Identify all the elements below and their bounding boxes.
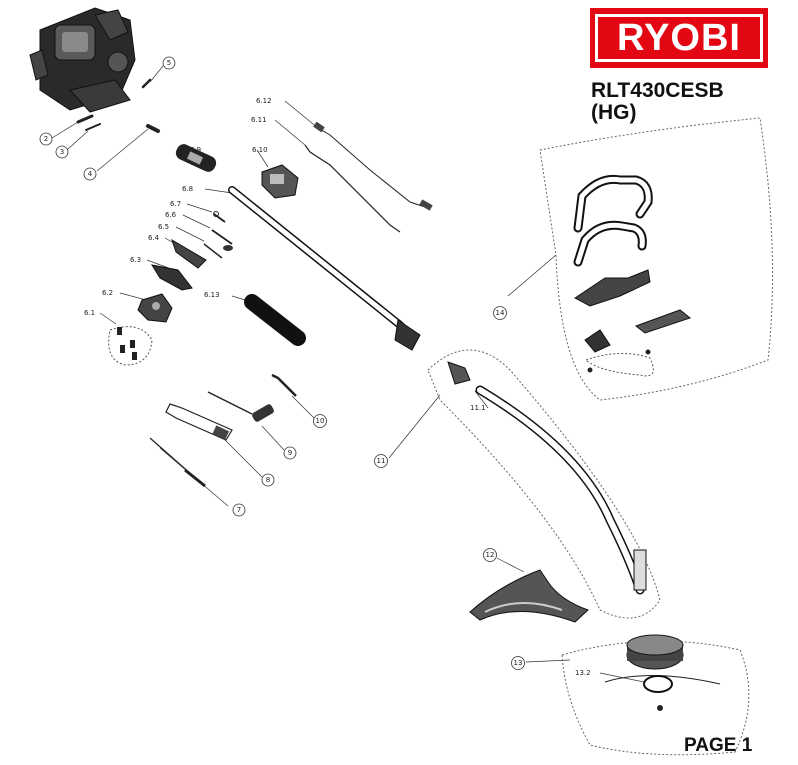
callout-8: 8 [261, 473, 275, 487]
lower-shaft-assembly [427, 349, 661, 619]
screw-3 [85, 123, 101, 131]
grass-guard [469, 569, 589, 623]
switch-housing [137, 293, 173, 323]
page-label: PAGE 1 [684, 735, 753, 756]
callout-5: 5 [162, 56, 176, 70]
label-6-12: 6.12 [256, 97, 272, 105]
cable-tie-7 [149, 437, 206, 488]
svg-text:7: 7 [237, 506, 241, 514]
screw-5 [141, 78, 152, 89]
svg-text:13: 13 [514, 659, 523, 667]
model-variant: (HG) [591, 101, 637, 124]
label-6-5: 6.5 [158, 223, 169, 231]
ryobi-logo: RYOBI [590, 8, 768, 68]
leader-lines [51, 65, 645, 683]
callout-2: 2 [39, 132, 53, 146]
label-13-2: 13.2 [575, 669, 591, 677]
trimmer-head-assembly [561, 634, 750, 756]
callout-3: 3 [55, 145, 69, 159]
drive-shaft-tube [228, 186, 421, 351]
small-trigger-parts [150, 211, 233, 291]
logo-text: RYOBI [595, 14, 763, 62]
screwdriver-9 [207, 391, 274, 422]
callout-11: 11 [374, 454, 388, 468]
engine-unit [29, 7, 136, 113]
grip-sleeve [175, 144, 217, 172]
label-6-1: 6.1 [84, 309, 95, 317]
callout-10: 10 [313, 414, 327, 428]
svg-text:4: 4 [88, 170, 93, 178]
handle-housing [261, 164, 299, 199]
svg-text:14: 14 [496, 309, 505, 317]
model-number: RLT430CESB [591, 79, 724, 102]
svg-text:10: 10 [316, 417, 325, 425]
label-6-10: 6.10 [252, 146, 268, 154]
model-title: RLT430CESB (HG) [591, 80, 724, 124]
label-6-11: 6.11 [251, 116, 267, 124]
label-6-3: 6.3 [130, 256, 141, 264]
label-6-8: 6.8 [182, 185, 193, 193]
svg-text:11: 11 [377, 457, 386, 465]
callout-7: 7 [232, 503, 246, 517]
label-6-13: 6.13 [204, 291, 220, 299]
callout-12: 12 [483, 548, 497, 562]
hex-key-10 [271, 373, 297, 397]
throttle-cable [304, 121, 433, 233]
svg-text:8: 8 [266, 476, 270, 484]
svg-text:3: 3 [60, 148, 64, 156]
label-6-7: 6.7 [170, 200, 181, 208]
clip-4 [146, 124, 160, 133]
handle-kit [539, 117, 773, 401]
svg-text:2: 2 [44, 135, 48, 143]
label-6-6: 6.6 [165, 211, 177, 219]
callout-14: 14 [493, 306, 507, 320]
callout-13: 13 [511, 656, 525, 670]
wrench-8 [165, 403, 233, 441]
label-6-2: 6.2 [102, 289, 113, 297]
svg-text:9: 9 [288, 449, 292, 457]
foam-grip [244, 294, 306, 346]
svg-text:5: 5 [167, 59, 171, 67]
callout-4: 4 [83, 167, 97, 181]
label-11-1: 11.1 [470, 404, 486, 412]
screw-2 [76, 114, 94, 124]
callout-9: 9 [283, 446, 297, 460]
screw-group-6-1 [108, 326, 153, 366]
svg-text:12: 12 [486, 551, 495, 559]
label-6-4: 6.4 [148, 234, 160, 242]
